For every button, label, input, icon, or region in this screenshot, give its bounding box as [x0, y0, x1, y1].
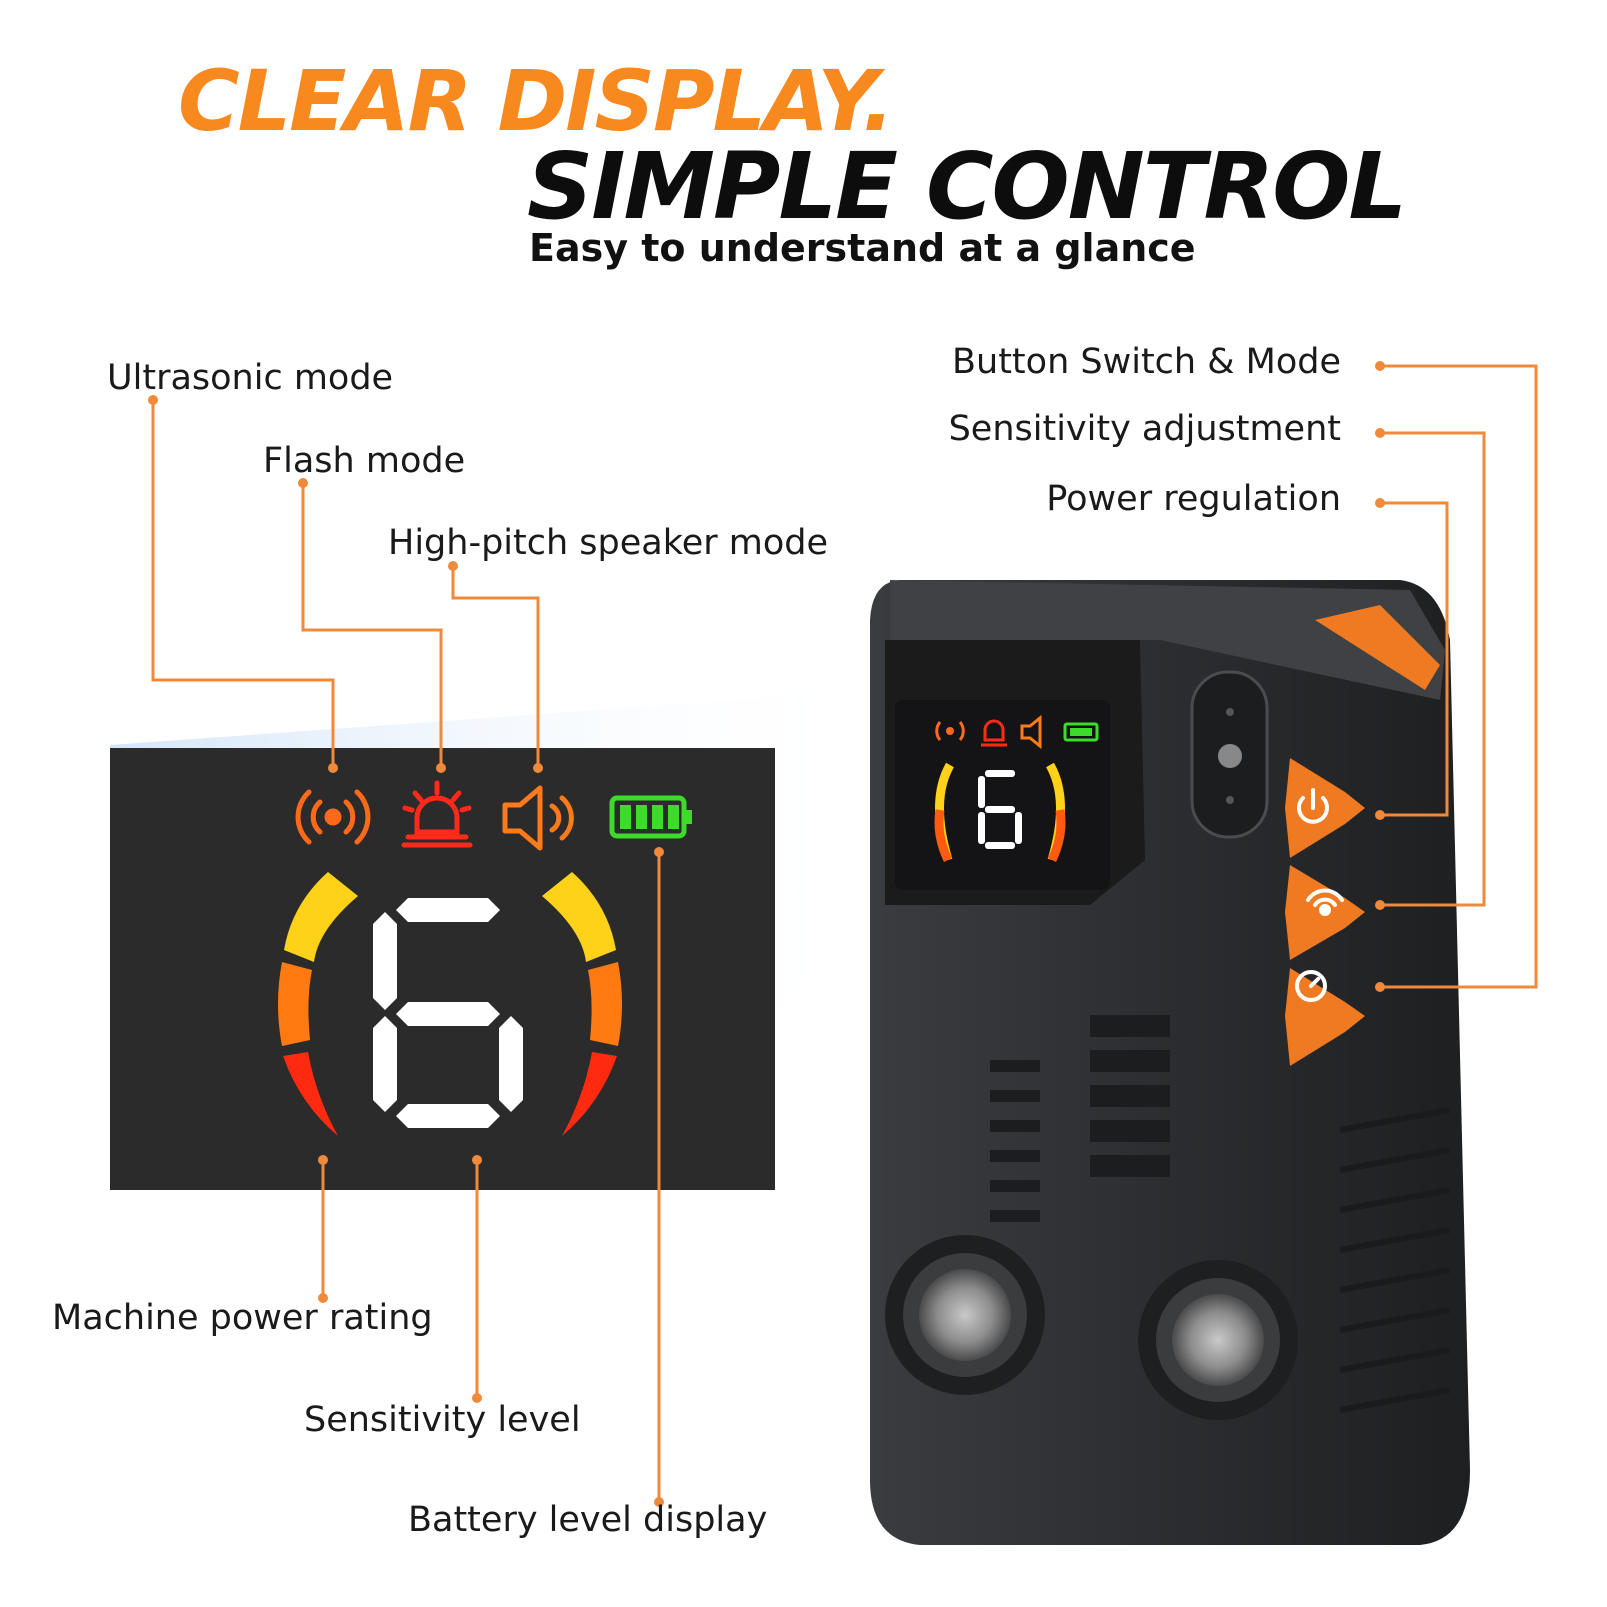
device	[870, 580, 1470, 1545]
leader-lines-left	[151, 400, 661, 1502]
power-digit	[373, 898, 523, 1128]
label-sensitivity-level: Sensitivity level	[304, 1400, 581, 1440]
label-machine-power-rating: Machine power rating	[52, 1298, 433, 1338]
label-speaker-mode: High-pitch speaker mode	[388, 523, 829, 563]
speaker-right	[1138, 1260, 1298, 1420]
sensitivity-arc-left	[278, 872, 358, 1136]
label-power-regulation: Power regulation	[1046, 479, 1341, 519]
enlarged-screen	[110, 748, 775, 1190]
leader-dots-left	[148, 395, 664, 1507]
leader-lines-right	[1380, 364, 1538, 989]
speaker-icon	[502, 785, 574, 851]
power-button[interactable]	[1285, 758, 1365, 858]
label-flash-mode: Flash mode	[263, 441, 466, 481]
label-button-switch: Button Switch & Mode	[952, 342, 1341, 382]
speaker-left	[885, 1235, 1045, 1395]
subtitle: Easy to understand at a glance	[529, 226, 1196, 270]
gauge-icon	[1295, 970, 1327, 1002]
label-ultrasonic-mode: Ultrasonic mode	[107, 358, 394, 398]
battery-icon	[609, 795, 692, 839]
flash-icon	[401, 780, 473, 848]
sensitivity-button[interactable]	[1285, 865, 1365, 960]
label-battery-level: Battery level display	[408, 1500, 768, 1540]
leader-dots-right	[1375, 361, 1385, 992]
sensitivity-arc-right	[542, 872, 622, 1136]
headline-simple-control: SIMPLE CONTROL	[527, 133, 1407, 240]
side-ribs	[1339, 1107, 1451, 1413]
power-icon	[1297, 788, 1329, 824]
ultrasonic-icon	[295, 789, 371, 845]
power-regulation-button[interactable]	[1285, 968, 1365, 1066]
vent-grille	[990, 1015, 1170, 1222]
sensitivity-icon	[1306, 888, 1344, 916]
mini-icons	[935, 714, 1099, 750]
top-orange-button[interactable]	[1315, 605, 1440, 690]
headline-clear-display: CLEAR DISPLAY.	[178, 52, 894, 150]
label-sensitivity-adjustment: Sensitivity adjustment	[948, 409, 1341, 449]
